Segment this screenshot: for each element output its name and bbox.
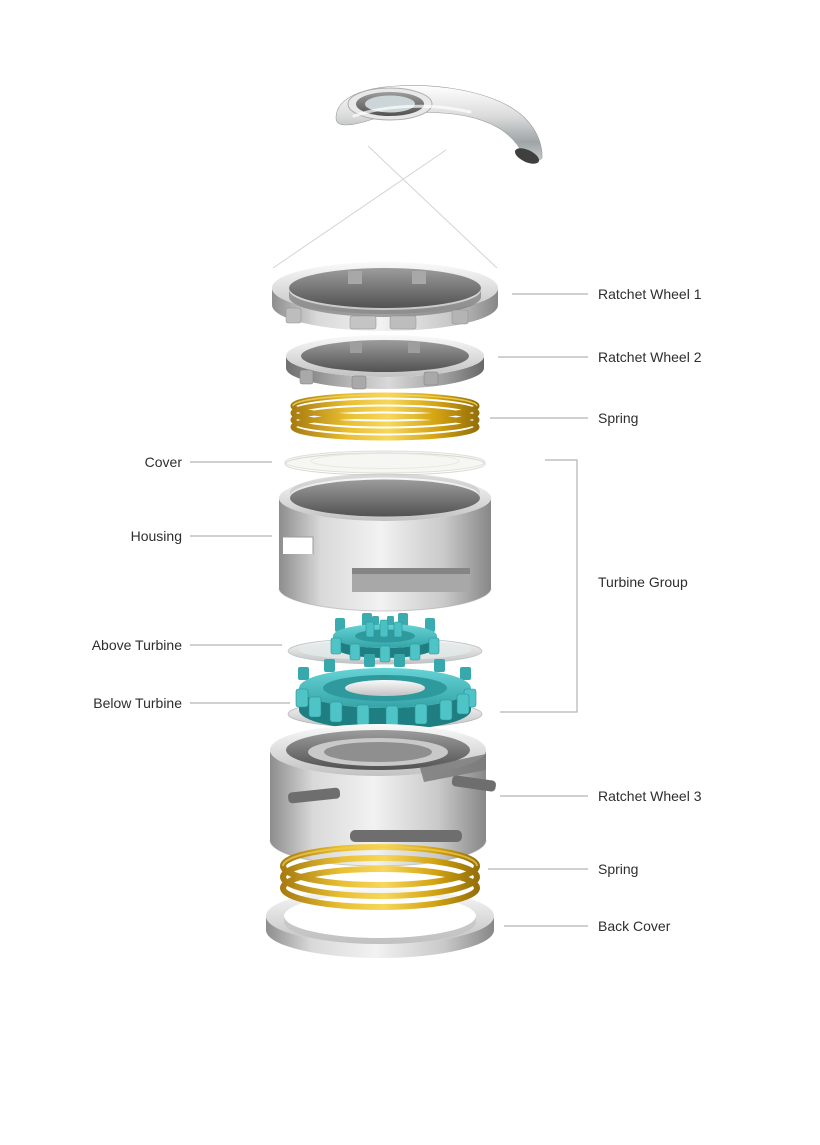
part-below-turbine bbox=[287, 654, 483, 730]
label-below-turbine: Below Turbine bbox=[93, 695, 182, 711]
faucet-spout bbox=[335, 85, 543, 164]
label-housing: Housing bbox=[130, 528, 182, 544]
label-ratchet-wheel-1: Ratchet Wheel 1 bbox=[598, 286, 702, 302]
label-ratchet-wheel-2: Ratchet Wheel 2 bbox=[598, 349, 702, 365]
label-above-turbine: Above Turbine bbox=[91, 637, 182, 653]
leader-lines bbox=[190, 293, 588, 927]
part-ratchet-wheel-3 bbox=[269, 724, 496, 867]
label-turbine-group: Turbine Group bbox=[598, 574, 688, 590]
turbine-group-bracket bbox=[500, 459, 578, 713]
part-spring-bottom bbox=[280, 844, 480, 910]
part-housing bbox=[278, 473, 492, 612]
label-back-cover: Back Cover bbox=[598, 918, 671, 934]
part-ratchet-wheel-1 bbox=[272, 262, 498, 331]
part-spring-top bbox=[290, 392, 480, 441]
explosion-guide-lines bbox=[272, 145, 498, 269]
label-cover: Cover bbox=[144, 454, 182, 470]
part-ratchet-wheel-2 bbox=[286, 335, 484, 390]
part-above-turbine bbox=[287, 613, 483, 665]
label-spring-top: Spring bbox=[598, 410, 639, 426]
label-ratchet-wheel-3: Ratchet Wheel 3 bbox=[598, 788, 702, 804]
part-cover bbox=[284, 450, 486, 476]
label-spring-bottom: Spring bbox=[598, 861, 639, 877]
